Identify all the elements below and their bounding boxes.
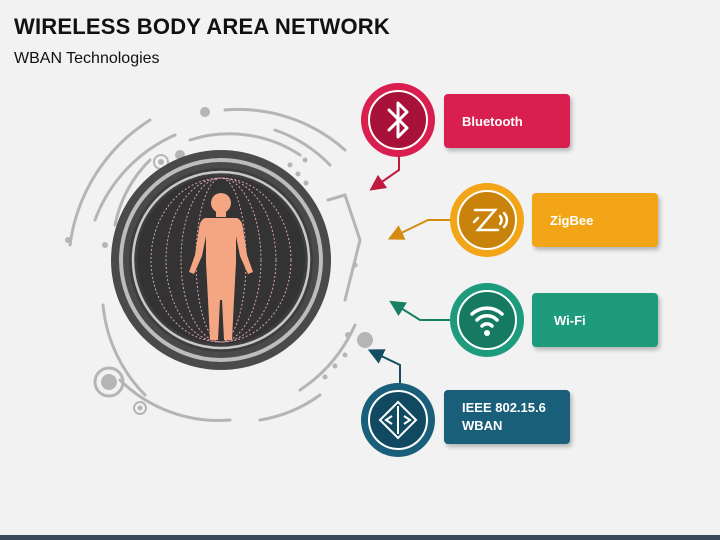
bluetooth-label: Bluetooth (462, 113, 523, 129)
zigbee-icon-badge (450, 183, 524, 257)
human-body-figure (189, 193, 253, 340)
circuit-decoration (68, 107, 362, 422)
connector-wifi (389, 300, 452, 321)
ieee-label-line1: IEEE 802.15.6 (462, 400, 546, 415)
connector-ieee (367, 349, 401, 385)
connector-bluetooth (369, 155, 400, 191)
ieee-icon (378, 400, 418, 440)
ieee-label-box: IEEE 802.15.6 WBAN (444, 390, 570, 444)
zigbee-label: ZigBee (550, 212, 594, 228)
bluetooth-icon-badge (361, 83, 435, 157)
bluetooth-label-box: Bluetooth (444, 94, 570, 148)
wifi-icon-badge (450, 283, 524, 357)
wifi-label: Wi-Fi (554, 312, 586, 328)
circuit-nodes (65, 107, 373, 380)
ieee-icon-badge (361, 383, 435, 457)
zigbee-label-box: ZigBee (532, 193, 658, 247)
target-node-left (93, 154, 169, 415)
bluetooth-icon (387, 101, 409, 139)
zigbee-icon (472, 208, 509, 232)
ieee-label-line2: WBAN (462, 418, 503, 433)
page-subtitle: WBAN Technologies (14, 50, 160, 67)
connector-zigbee (387, 219, 452, 240)
wifi-icon (470, 306, 504, 328)
page-title: WIRELESS BODY AREA NETWORK (14, 14, 390, 39)
footer-bar (0, 535, 720, 540)
wifi-label-box: Wi-Fi (532, 293, 658, 347)
